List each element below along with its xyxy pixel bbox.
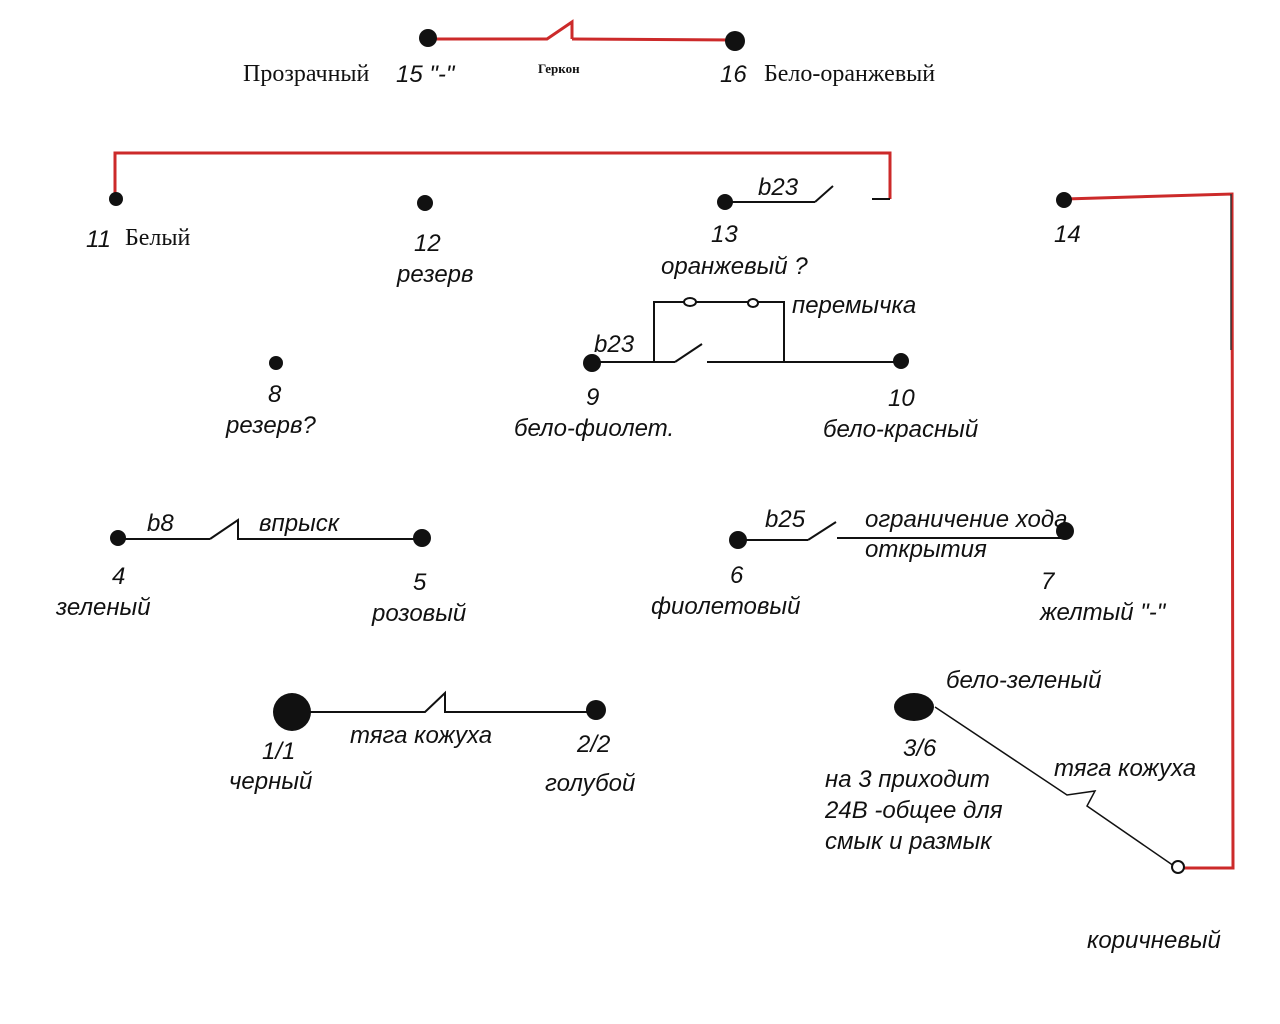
shroud-right-function: тяга кожуха xyxy=(1054,755,1197,782)
terminal-10-color: бело-красный xyxy=(823,416,979,443)
switch-b23-top-label: b23 xyxy=(758,174,799,201)
switch-b8-label: b8 xyxy=(147,510,174,537)
shroud-left-function: тяга кожуха xyxy=(350,722,493,749)
terminal-3-note-line1: на 3 приходит xyxy=(825,766,990,793)
terminal-9-dot xyxy=(583,354,601,372)
terminal-2-number: 2/2 xyxy=(577,731,611,758)
terminal-14-dot xyxy=(1056,192,1072,208)
terminal-3-color: бело-зеленый xyxy=(946,667,1102,694)
jumper-11-13 xyxy=(113,151,892,199)
terminal-4-color: зеленый xyxy=(56,594,151,621)
jumper-contact-left xyxy=(683,297,697,307)
jumper-contact-right xyxy=(747,298,759,308)
terminal-13-color: оранжевый ? xyxy=(661,253,808,280)
reed-switch-circuit xyxy=(430,19,736,42)
terminal-7-dot xyxy=(1056,522,1074,540)
terminal-12-number: 12 xyxy=(414,230,441,257)
terminal-4-dot xyxy=(110,530,126,546)
terminal-7-number: 7 xyxy=(1041,568,1055,595)
terminal-4-number: 4 xyxy=(112,563,126,590)
brown-wire-label: коричневый xyxy=(1087,927,1221,954)
reed-wire-right xyxy=(571,37,736,42)
terminal-8-note: резерв? xyxy=(226,412,316,439)
terminal-14-number: 14 xyxy=(1054,221,1081,248)
terminal-7-color: желтый "-" xyxy=(1040,599,1166,626)
terminal-2-dot xyxy=(586,700,606,720)
terminal-5-number: 5 xyxy=(413,569,427,596)
terminal-6-number: 6 xyxy=(730,562,744,589)
terminal-10-number: 10 xyxy=(888,385,915,412)
switch-b25-label: b25 xyxy=(765,506,806,533)
terminal-11-number: 11 xyxy=(86,226,111,253)
terminal-3-note-line3: смык и размык xyxy=(825,828,992,855)
switch-b23-mid-label: b23 xyxy=(594,331,635,358)
terminal-15-dot xyxy=(419,29,437,47)
terminal-12-dot xyxy=(417,195,433,211)
terminal-16-color: Бело-оранжевый xyxy=(764,61,936,87)
switch-shroud-left xyxy=(300,690,596,713)
terminal-15-number: 15 "-" xyxy=(396,61,455,88)
jumper-label: перемычка xyxy=(792,292,917,319)
switch-b8 xyxy=(118,518,421,540)
terminal-12-note: резерв xyxy=(397,261,474,288)
terminal-1-dot xyxy=(273,693,311,731)
terminal-3-dot xyxy=(894,693,934,721)
reed-wire-left xyxy=(430,19,574,41)
switch-b25-function-line1: ограничение хода xyxy=(865,506,1068,533)
terminal-16-dot xyxy=(725,31,745,51)
switch-b25 xyxy=(738,521,1064,541)
terminal-9-number: 9 xyxy=(586,384,600,411)
terminal-8-dot xyxy=(269,356,283,370)
switch-b8-function: впрыск xyxy=(259,510,340,537)
terminal-11-dot xyxy=(109,192,123,206)
switch-b25-function-line2: открытия xyxy=(865,536,987,563)
terminal-15-color: Прозрачный xyxy=(243,61,370,87)
terminal-2-color: голубой xyxy=(545,770,636,797)
terminal-3-number: 3/6 xyxy=(903,735,937,762)
terminal-16-number: 16 xyxy=(720,61,747,88)
terminal-8-number: 8 xyxy=(268,381,282,408)
reed-switch-label: Геркон xyxy=(538,61,580,76)
jumper-bracket xyxy=(653,301,785,362)
terminal-1-color: черный xyxy=(229,768,313,795)
terminal-13-dot xyxy=(717,194,733,210)
switch-b23-top xyxy=(725,185,890,203)
terminal-1-number: 1/1 xyxy=(262,738,296,765)
terminal-13-number: 13 xyxy=(711,221,738,248)
switch-shroud-right xyxy=(934,706,1175,867)
switch-b23-mid xyxy=(592,297,900,363)
terminal-3-note-line2: 24В -общее для xyxy=(825,797,1003,824)
terminal-5-dot xyxy=(413,529,431,547)
terminal-brown-ring xyxy=(1171,860,1185,874)
terminal-5-color: розовый xyxy=(372,600,467,627)
jumper-14-brown xyxy=(1064,192,1235,870)
terminal-10-dot xyxy=(893,353,909,369)
terminal-9-color: бело-фиолет. xyxy=(514,415,675,442)
terminal-11-color: Белый xyxy=(125,225,191,251)
terminal-6-dot xyxy=(729,531,747,549)
terminal-6-color: фиолетовый xyxy=(651,593,801,620)
